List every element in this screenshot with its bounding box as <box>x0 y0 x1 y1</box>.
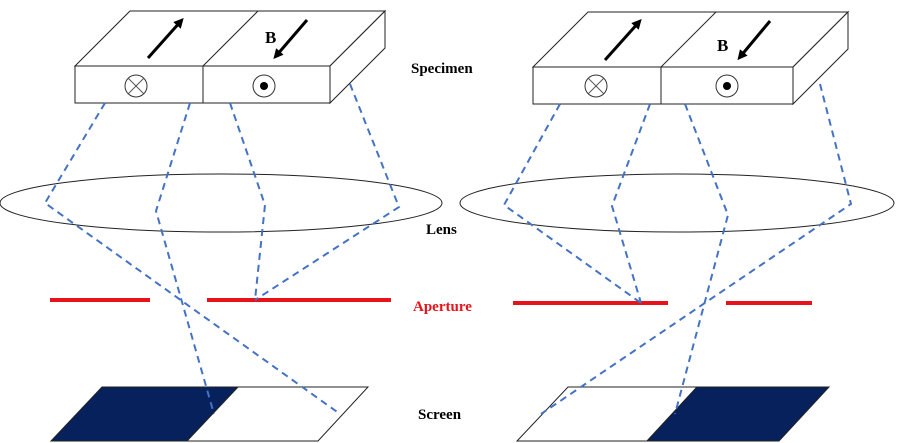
right-ray-4 <box>540 83 853 415</box>
lens-label: Lens <box>426 222 457 238</box>
right-circle-dot-icon <box>715 74 739 98</box>
left-field-label: B <box>265 28 276 47</box>
left-circle-dot-icon <box>252 74 276 98</box>
left-up-arrow-icon <box>146 18 184 59</box>
right-screen <box>515 386 831 442</box>
left-ray-1 <box>43 102 341 415</box>
left-ray-4 <box>254 83 401 301</box>
right-specimen-front-face <box>532 66 794 105</box>
right-up-arrow-icon <box>603 19 642 62</box>
right-specimen: B <box>531 10 850 106</box>
right-lens <box>459 173 895 233</box>
left-rays <box>43 83 401 415</box>
right-specimen-divider-top <box>660 11 717 68</box>
left-ray-3 <box>229 102 267 301</box>
right-panel: B <box>459 10 895 442</box>
right-ray-2 <box>610 103 651 304</box>
right-screen-dark-domain <box>645 386 831 442</box>
left-down-arrow-icon <box>273 19 309 60</box>
specimen-label: Specimen <box>411 61 473 77</box>
left-specimen: B <box>73 9 387 105</box>
right-rays <box>502 83 853 415</box>
right-down-arrow-icon <box>737 20 772 61</box>
left-circle-cross-icon <box>124 74 148 98</box>
left-panel: B <box>0 9 443 442</box>
right-field-label: B <box>717 36 728 55</box>
right-ray-1 <box>502 103 642 304</box>
screen-label: Screen <box>418 407 462 423</box>
left-specimen-divider-top <box>202 10 259 67</box>
left-ray-2 <box>154 102 215 415</box>
left-lens <box>0 173 443 233</box>
aperture-label: Aperture <box>413 299 472 315</box>
right-ray-3 <box>674 103 730 415</box>
right-circle-cross-icon <box>584 74 608 98</box>
